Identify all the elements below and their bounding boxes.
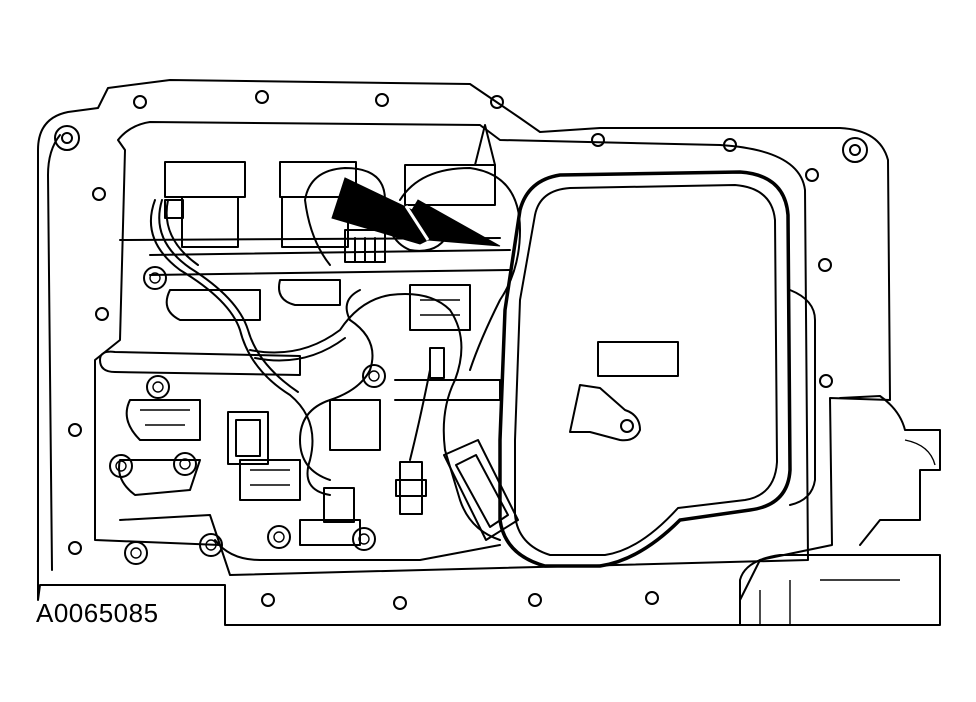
- indicator-arrow: [331, 177, 501, 247]
- flange-bolt-holes: [54, 90, 868, 610]
- electrical-connectors: [164, 199, 519, 541]
- valve-body-bolts: [109, 266, 386, 565]
- valve-body-passages: [99, 124, 501, 561]
- top-solenoids: [119, 161, 511, 276]
- right-housing-details: [739, 395, 941, 626]
- inner-flange: [94, 121, 809, 576]
- filter-housing: [498, 170, 816, 568]
- wiring-harness: [149, 167, 521, 541]
- figure-id-label: A0065085: [36, 598, 159, 628]
